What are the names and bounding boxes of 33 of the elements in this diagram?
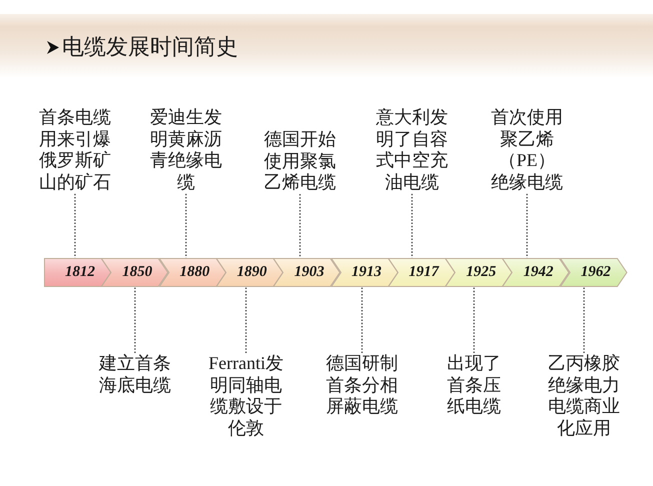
event-note: 德国研制首条分相屏蔽电缆 bbox=[325, 353, 399, 418]
timeline-segment bbox=[560, 258, 627, 287]
event-note: 建立首条海底电缆 bbox=[98, 353, 172, 396]
year-label: 1917 bbox=[408, 263, 439, 282]
leader-line bbox=[583, 287, 585, 353]
year-label: 1812 bbox=[65, 263, 95, 282]
year-label: 1850 bbox=[122, 263, 152, 282]
page-title: 电缆发展时间简史 bbox=[62, 33, 238, 61]
event-note: 爱迪生发明黄麻沥青绝缘电缆 bbox=[149, 107, 223, 194]
event-note: Ferranti发明同轴电缆敷设于伦敦 bbox=[205, 353, 287, 440]
year-label: 1890 bbox=[236, 263, 267, 282]
leader-line bbox=[185, 194, 187, 258]
leader-line bbox=[245, 287, 247, 353]
year-label: 1903 bbox=[294, 263, 324, 282]
leader-line bbox=[299, 194, 301, 258]
leader-line bbox=[74, 194, 76, 258]
event-note: 意大利发明了自容式中空充油电缆 bbox=[375, 107, 449, 194]
leader-line bbox=[134, 287, 136, 353]
leader-line bbox=[361, 287, 363, 353]
year-label: 1880 bbox=[180, 263, 210, 282]
timeline-segment bbox=[44, 258, 112, 287]
leader-line bbox=[473, 287, 475, 353]
year-label: 1942 bbox=[523, 263, 554, 282]
event-note: 出现了首条压纸电缆 bbox=[446, 353, 502, 418]
leader-line bbox=[411, 194, 413, 258]
year-label: 1925 bbox=[466, 263, 496, 282]
event-note: 德国开始使用聚氯乙烯电缆 bbox=[263, 129, 337, 194]
leader-line bbox=[526, 194, 528, 258]
event-note: 首条电缆用来引爆俄罗斯矿山的矿石 bbox=[38, 107, 112, 194]
year-label: 1913 bbox=[352, 263, 382, 282]
event-note: 乙丙橡胶绝缘电力电缆商业化应用 bbox=[547, 353, 621, 440]
event-note: 首次使用聚乙烯（PE）绝缘电缆 bbox=[490, 107, 564, 194]
year-label: 1962 bbox=[580, 263, 611, 282]
